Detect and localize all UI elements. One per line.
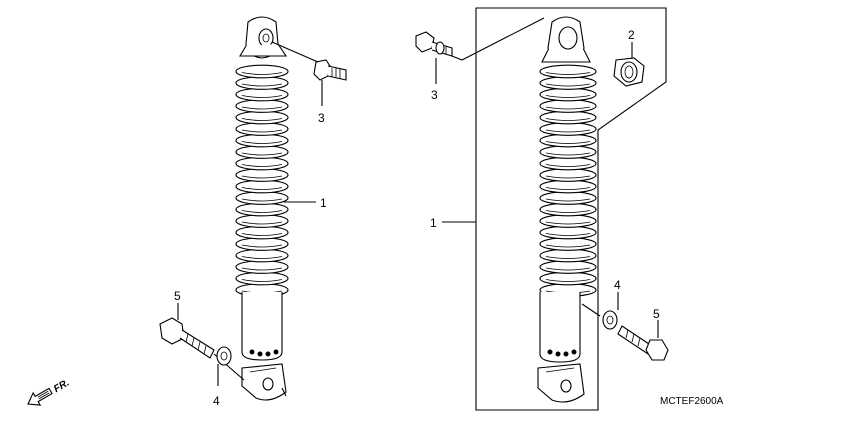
callout-right-washer: 4 <box>614 278 621 292</box>
callout-right-bolt-bottom: 5 <box>653 307 660 321</box>
left-shock-absorber <box>235 16 289 401</box>
left-washer <box>216 346 232 366</box>
callout-left-shock: 1 <box>320 196 327 210</box>
right-collar <box>613 57 645 87</box>
callout-right-collar: 2 <box>628 28 635 42</box>
left-spring-coils <box>235 64 289 297</box>
right-bottom-bolt <box>617 325 669 361</box>
callout-left-washer: 4 <box>213 394 220 408</box>
right-washer <box>602 310 618 330</box>
diagram-code: MCTEF2600A <box>660 396 724 407</box>
front-direction-label: FR. <box>52 377 71 395</box>
front-direction-arrow: FR. <box>27 377 71 406</box>
callout-right-bolt-top: 3 <box>431 88 438 102</box>
callout-left-bolt-bottom: 5 <box>174 289 181 303</box>
left-top-bolt <box>313 59 347 81</box>
right-shock-absorber <box>537 16 597 403</box>
left-bottom-bolt <box>159 317 215 359</box>
callout-right-shock: 1 <box>430 216 437 230</box>
right-spring-coils <box>539 64 597 297</box>
assembly-group-frame <box>475 7 667 411</box>
right-top-bolt <box>415 31 453 57</box>
callout-left-bolt-top: 3 <box>318 111 325 125</box>
